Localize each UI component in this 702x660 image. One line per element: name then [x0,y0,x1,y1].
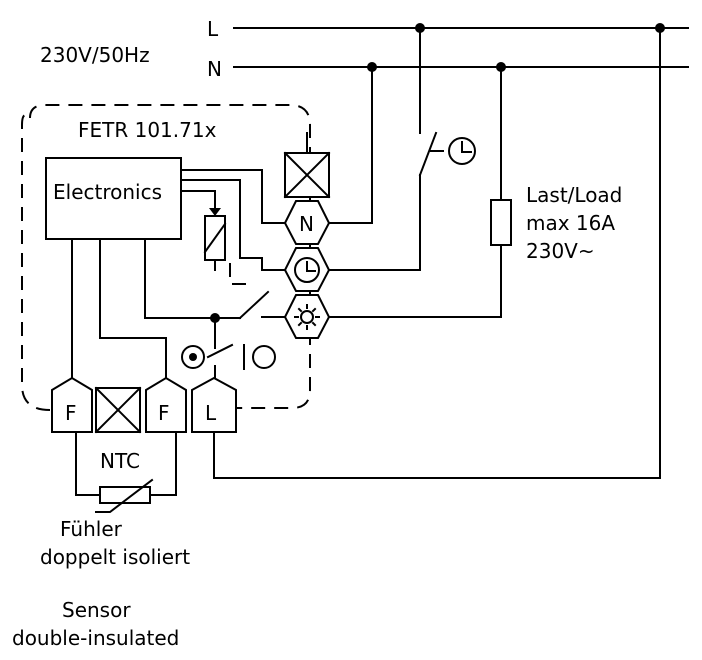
terminal-f2-label: F [158,401,170,425]
wire-l-terminal [213,27,661,479]
sensor-de-line2: doppelt isoliert [40,545,190,569]
wire-relay-common [144,238,241,319]
load-label-line2: max 16A [526,211,615,235]
ntc-mark [95,478,154,513]
timer-switch-contact [418,131,438,177]
electronics-block [45,157,182,240]
relay-coil-mark [203,222,227,254]
supply-voltage-label: 230V/50Hz [40,43,150,67]
load-resistor [490,199,512,246]
terminal-l [191,376,237,433]
device-enclosure [21,104,311,411]
cross-mark [94,386,142,434]
wire-clock-terminal [328,174,421,271]
wire-electronics-f2 [99,238,167,379]
electronics-label: Electronics [53,180,162,204]
wire-sun-terminal [328,244,502,318]
wire-n-terminal [328,66,373,224]
sensor-en-line1: Sensor [62,598,131,622]
clock-icon [294,257,320,283]
sun-rays [294,304,320,330]
relay-contact [238,290,270,320]
sensor-wire-right [149,431,177,496]
sun-icon [300,310,314,324]
terminal-f1 [51,376,93,433]
terminal-n-label: N [299,212,314,236]
terminal-f1-label: F [65,401,77,425]
timer-clock-hands [461,141,472,153]
load-label-line3: 230V~ [526,239,595,263]
timer-clock-icon [448,137,476,165]
switch-contact [206,343,234,359]
sensor-en-line2: double-insulated [12,626,179,650]
terminal-sun [283,294,331,339]
wire-electronics-relay [180,190,216,211]
sensor-wire-left [75,431,101,496]
indicator-icon [181,345,205,369]
switch-knob [252,345,276,369]
wire-electronics-n [180,169,286,224]
cross-mark [283,151,331,199]
relay-mechanical-link [229,263,250,285]
ntc-label: NTC [100,449,140,473]
relay-arrow [209,208,221,216]
device-model-label: FETR 101.71x [78,118,217,142]
line-label: L [207,17,219,41]
load-label-line1: Last/Load [526,183,622,207]
wire-electronics-clock [180,179,286,271]
clock-hands [306,261,316,272]
indicator-dot [189,353,197,361]
terminal-l-label: L [205,401,217,425]
neutral-label: N [207,57,222,81]
terminal-f2 [145,376,187,433]
sensor-de-line1: Fühler [60,517,123,541]
